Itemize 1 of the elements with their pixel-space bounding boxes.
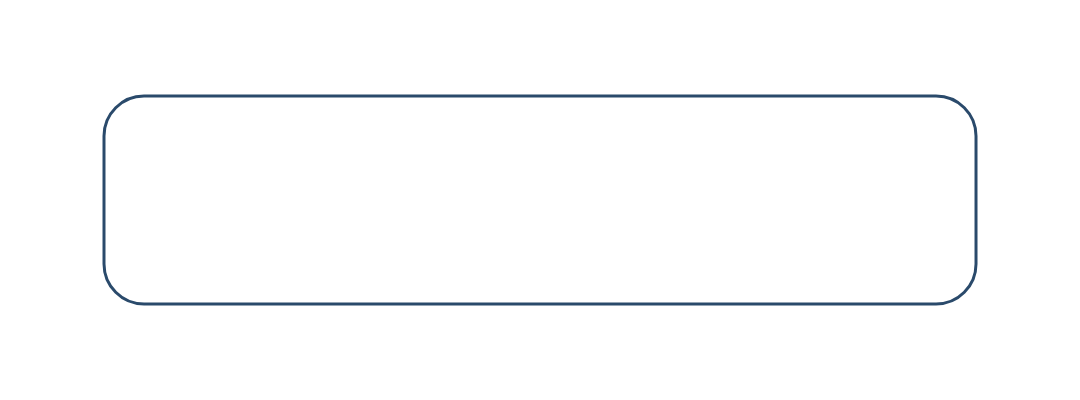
rounded-box — [102, 94, 978, 306]
